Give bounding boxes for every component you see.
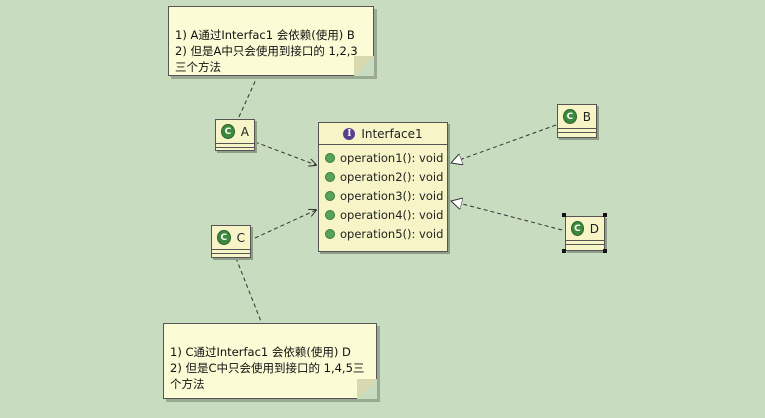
operation-label: operation2(): void xyxy=(340,170,444,184)
public-method-icon xyxy=(325,153,335,163)
note-top-text: 1) A通过Interfac1 会依赖(使用) B 2) 但是A中只会使用到接口… xyxy=(175,28,358,74)
operation-row[interactable]: operation4(): void xyxy=(319,206,447,225)
note-bottom-text: 1) C通过Interfac1 会依赖(使用) D 2) 但是C中只会使用到接口… xyxy=(170,345,365,391)
interface-box[interactable]: I Interface1 operation1(): void operatio… xyxy=(318,122,448,252)
interface-name: Interface1 xyxy=(361,127,423,141)
note-anchor-bottom xyxy=(235,257,263,325)
operation-row[interactable]: operation2(): void xyxy=(319,168,447,187)
note-fold-top xyxy=(354,56,374,76)
class-icon: C xyxy=(217,230,231,245)
dependency-a-interface xyxy=(254,141,316,165)
operation-label: operation5(): void xyxy=(340,227,444,241)
operation-row[interactable]: operation5(): void xyxy=(319,225,447,244)
operation-row[interactable]: operation3(): void xyxy=(319,187,447,206)
dependency-c-interface xyxy=(254,210,316,239)
interface-icon: I xyxy=(343,128,356,140)
selection-handle[interactable] xyxy=(603,249,607,253)
note-bottom[interactable]: 1) C通过Interfac1 会依赖(使用) D 2) 但是C中只会使用到接口… xyxy=(163,323,377,399)
class-icon: C xyxy=(221,124,235,139)
public-method-icon xyxy=(325,191,335,201)
class-a[interactable]: C A xyxy=(215,119,255,151)
note-top[interactable]: 1) A通过Interfac1 会依赖(使用) B 2) 但是A中只会使用到接口… xyxy=(168,6,374,76)
class-d-name: D xyxy=(589,221,599,236)
public-method-icon xyxy=(325,229,335,239)
operation-label: operation1(): void xyxy=(340,151,444,165)
operation-label: operation3(): void xyxy=(340,189,444,203)
public-method-icon xyxy=(325,210,335,220)
note-fold-bottom xyxy=(357,379,377,399)
class-icon: C xyxy=(563,109,577,124)
selection-handle[interactable] xyxy=(603,213,607,217)
class-a-name: A xyxy=(240,124,249,139)
class-c[interactable]: C C xyxy=(211,225,251,258)
operation-row[interactable]: operation1(): void xyxy=(319,149,447,168)
public-method-icon xyxy=(325,172,335,182)
class-b-name: B xyxy=(582,109,591,124)
class-icon: C xyxy=(571,221,584,236)
selection-handle[interactable] xyxy=(562,213,566,217)
realization-d-interface xyxy=(451,201,563,231)
realization-b-interface xyxy=(451,124,557,163)
class-d[interactable]: C D xyxy=(565,216,605,251)
class-c-name: C xyxy=(236,230,245,245)
operation-label: operation4(): void xyxy=(340,208,444,222)
class-b[interactable]: C B xyxy=(557,104,597,138)
note-anchor-top xyxy=(237,74,259,120)
selection-handle[interactable] xyxy=(562,249,566,253)
